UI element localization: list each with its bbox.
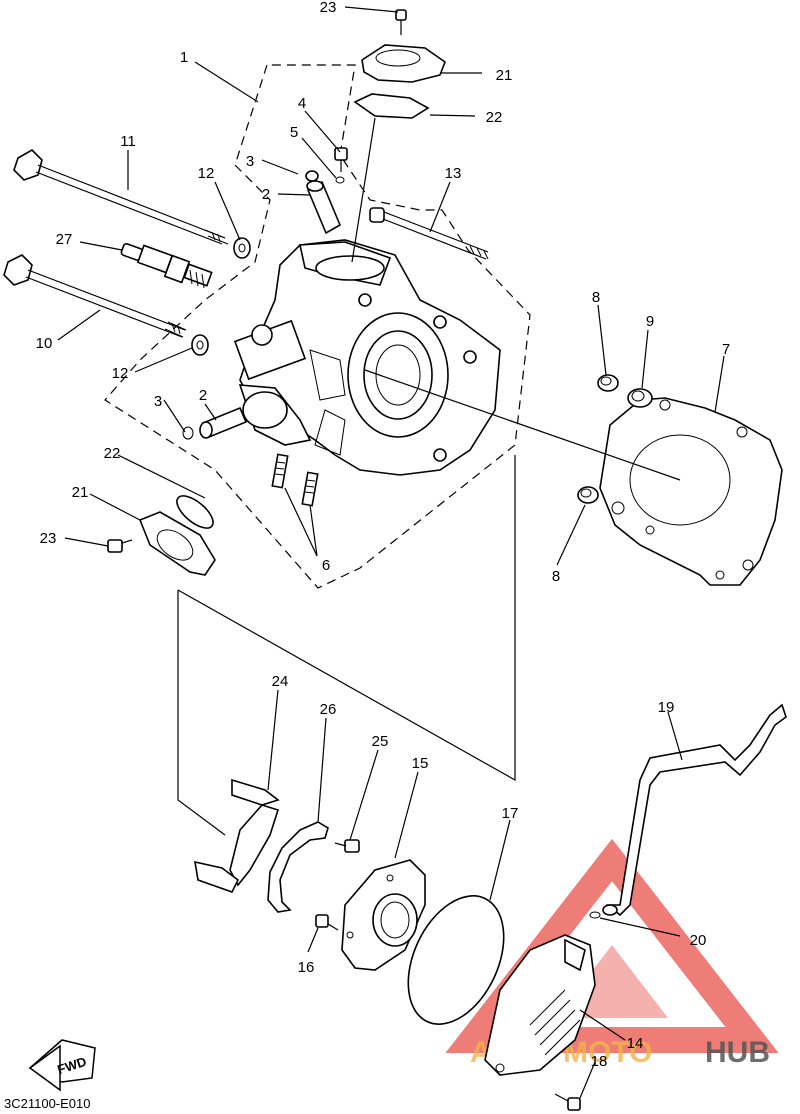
diagram-code: 3C21100-E010 <box>4 1096 91 1111</box>
cover-14 <box>484 934 596 1076</box>
callout-8-bottom: 8 <box>552 568 560 585</box>
pipe-19 <box>589 703 787 919</box>
callout-7: 7 <box>722 341 730 358</box>
bolt-25 <box>334 839 360 853</box>
bracket-24 <box>194 778 280 893</box>
callout-19: 19 <box>658 699 675 716</box>
callout-22-left: 22 <box>104 445 121 462</box>
bolt-13 <box>369 207 489 260</box>
callout-8-top: 8 <box>592 289 600 306</box>
callout-25: 25 <box>372 733 389 750</box>
lower-pipe-assembly <box>182 406 248 440</box>
callout-9: 9 <box>646 313 654 330</box>
callout-1: 1 <box>180 49 188 66</box>
callout-11: 11 <box>120 133 136 150</box>
cover-assembly-outline-right <box>177 455 516 782</box>
callout-16: 16 <box>298 959 315 976</box>
bolt-18 <box>554 1093 581 1111</box>
callout-23-left: 23 <box>40 530 57 547</box>
callout-14: 14 <box>627 1035 644 1052</box>
washers <box>191 237 251 356</box>
clip-26 <box>267 821 329 913</box>
bolt-10 <box>3 254 187 338</box>
callout-18: 18 <box>591 1053 608 1070</box>
callout-27: 27 <box>56 231 73 248</box>
spark-plug <box>120 242 213 289</box>
watermark-text-moto: MOTO <box>563 1036 652 1069</box>
callout-22-top: 22 <box>486 109 503 126</box>
stud-bolts <box>271 453 319 507</box>
callout-12-top: 12 <box>198 165 215 182</box>
watermark-text-hub: HUB <box>705 1036 770 1069</box>
callout-2-top: 2 <box>262 186 270 203</box>
callout-26: 26 <box>320 701 337 718</box>
o-ring-17 <box>407 895 505 1025</box>
leader-lines <box>57 6 725 1099</box>
cylinder-head <box>233 239 501 476</box>
callout-17: 17 <box>502 805 519 822</box>
upper-pipe-assembly <box>305 147 348 235</box>
callout-5: 5 <box>290 124 298 141</box>
left-cover-assembly <box>107 495 216 576</box>
fwd-arrow-icon: FWD <box>28 1039 96 1092</box>
bolt-11 <box>13 149 229 245</box>
bolt-16 <box>315 914 339 931</box>
callout-3-bottom: 3 <box>154 393 162 410</box>
callout-4: 4 <box>298 95 306 112</box>
callouts: 23 21 22 1 4 5 3 2 11 12 13 27 10 12 3 2… <box>36 0 731 1070</box>
callout-6: 6 <box>322 557 330 574</box>
callout-2-bottom: 2 <box>199 387 207 404</box>
callout-24: 24 <box>272 673 289 690</box>
callout-10: 10 <box>36 335 53 352</box>
callout-15: 15 <box>412 755 429 772</box>
callout-13: 13 <box>445 165 462 182</box>
cover-assembly-outline <box>177 590 226 836</box>
cylinder-head-assembly-outline <box>104 64 531 589</box>
callout-21-left: 21 <box>72 484 89 501</box>
callout-3-top: 3 <box>246 153 254 170</box>
callout-20: 20 <box>690 932 707 949</box>
callout-12-bottom: 12 <box>112 365 129 382</box>
callout-23-top: 23 <box>320 0 337 16</box>
callout-21-top: 21 <box>496 67 513 84</box>
housing-plate-15 <box>341 859 426 971</box>
top-cover-assembly <box>353 9 446 119</box>
dowel-pins <box>577 374 653 504</box>
cylinder-head-gasket <box>599 397 783 586</box>
